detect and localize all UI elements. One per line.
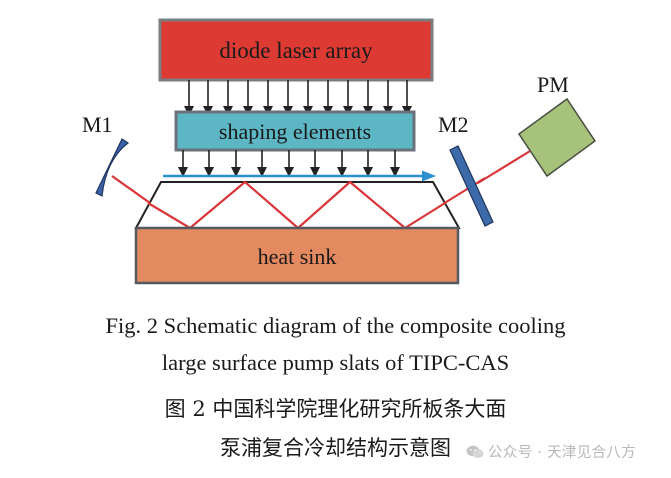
lower-pump-arrows: [178, 150, 400, 177]
mirror-m2: [449, 145, 494, 227]
heat-sink: heat sink: [134, 226, 460, 285]
pump-structure-diagram: diode laser array shaping elements heat …: [82, 18, 597, 285]
caption-en-line2: large surface pump slats of TIPC-CAS: [161, 350, 510, 375]
watermark-text: 公众号 · 天津见合八方: [488, 445, 636, 461]
mirror-m1-label: M1: [82, 112, 113, 137]
mirror-m2-label: M2: [438, 112, 469, 137]
shaping-elements-label: shaping elements: [219, 119, 371, 144]
watermark: 公众号 · 天津见合八方: [466, 441, 636, 462]
wechat-icon: [466, 445, 484, 458]
caption-en-line1: Fig. 2 Schematic diagram of the composit…: [105, 313, 566, 338]
diode-laser-array-label: diode laser array: [219, 38, 373, 63]
caption-zh-line2: 泵浦复合冷却结构示意图: [220, 436, 451, 460]
heat-sink-label: heat sink: [258, 244, 337, 269]
caption-zh-line1: 图 2 中国科学院理化研究所板条大面: [164, 397, 507, 421]
mirror-m1: [95, 138, 130, 197]
diode-laser-array: diode laser array: [158, 18, 434, 82]
power-meter-label: PM: [537, 72, 569, 97]
beam-to-m1: [111, 175, 151, 204]
upper-pump-arrows: [184, 80, 412, 116]
flow-arrow: [163, 170, 436, 182]
laser-slab: [134, 181, 461, 229]
power-meter: [517, 97, 597, 178]
shaping-elements: shaping elements: [174, 110, 416, 152]
beam-to-pm: [477, 147, 536, 184]
